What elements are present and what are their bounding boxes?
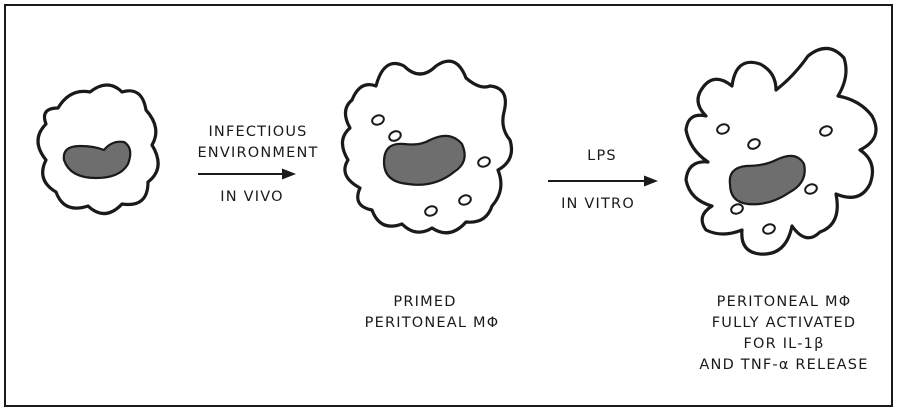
primed-caption: PRIMED PERITONEAL MΦ (365, 294, 500, 331)
activated-macrophage-cell (686, 48, 876, 254)
caption-line: PRIMED (393, 294, 456, 310)
arrow-label-above-line-2: ENVIRONMENT (197, 145, 318, 161)
caption-line: PERITONEAL MΦ (717, 294, 852, 310)
arrow-head-icon (282, 169, 296, 180)
caption-line: FOR IL-1β (743, 336, 824, 352)
caption-line: PERITONEAL MΦ (365, 315, 500, 331)
in-vitro-arrow: LPS IN VITRO (548, 148, 658, 212)
primed-macrophage-cell (342, 61, 511, 233)
cell-membrane (686, 48, 876, 254)
caption-line: AND TNF-α RELEASE (699, 357, 868, 373)
cell-nucleus (64, 142, 130, 178)
in-vivo-arrow: INFECTIOUS ENVIRONMENT IN VIVO (197, 124, 318, 205)
caption-line: FULLY ACTIVATED (712, 315, 857, 331)
arrow-label-above-line-1: LPS (587, 148, 617, 164)
arrow-label-below: IN VIVO (220, 189, 283, 205)
arrow-label-above-line-1: INFECTIOUS (208, 124, 307, 140)
arrow-head-icon (644, 176, 658, 187)
activated-caption: PERITONEAL MΦ FULLY ACTIVATED FOR IL-1β … (699, 294, 868, 373)
arrow-label-below: IN VITRO (561, 196, 635, 212)
resting-macrophage-cell (38, 85, 158, 214)
